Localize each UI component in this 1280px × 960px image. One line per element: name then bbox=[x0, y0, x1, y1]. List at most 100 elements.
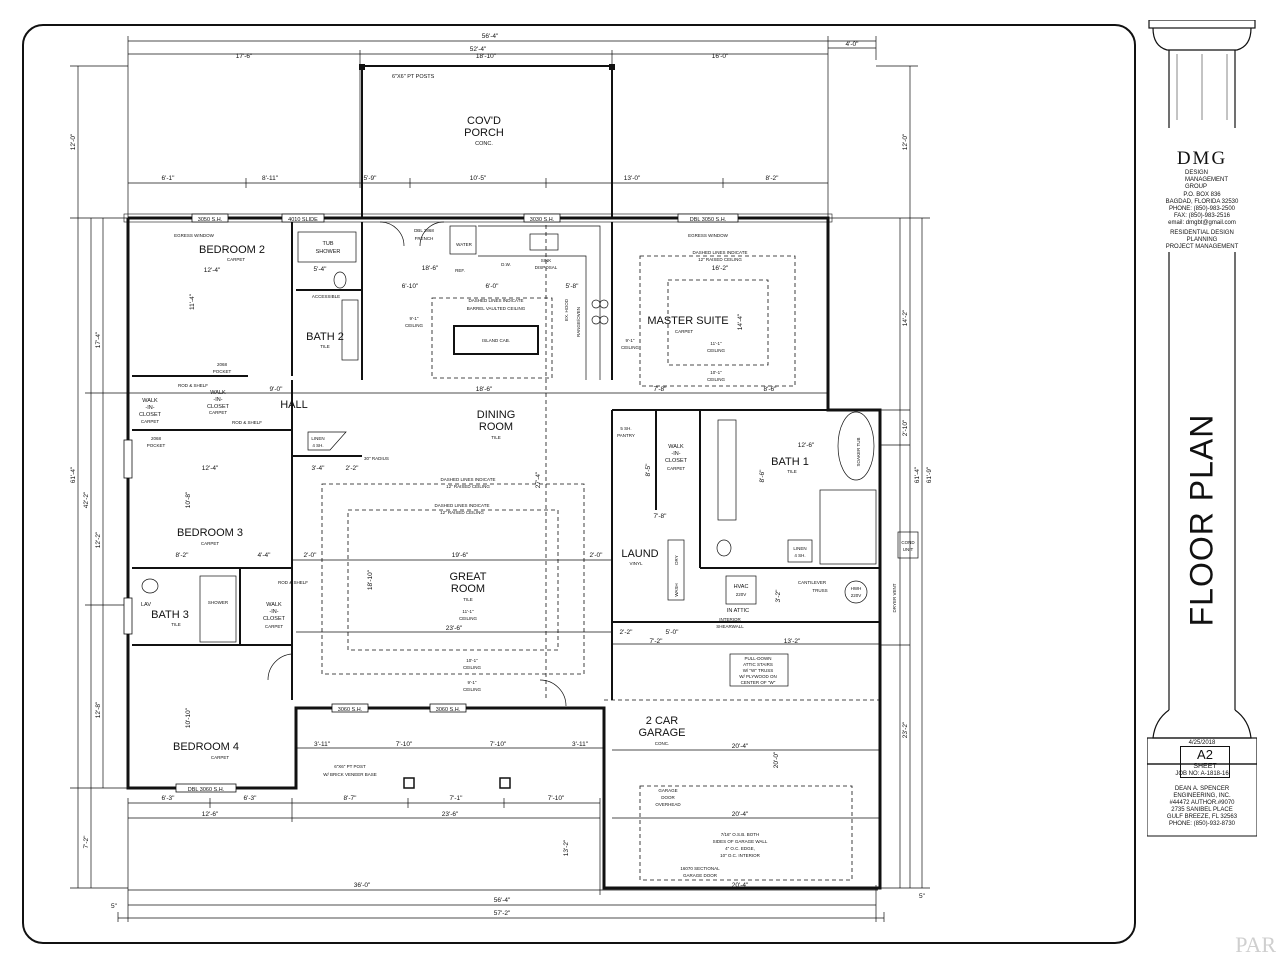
dim-bot-1d: 7'-1" bbox=[450, 795, 464, 802]
kitchen-ceil-b: CEILING bbox=[405, 323, 424, 328]
sectional-1: 16070 SECTIONAL bbox=[680, 866, 720, 871]
bedroom-3: 12'-4" 10'-8" BEDROOM 3 CARPET 8'-2" 4'-… bbox=[176, 465, 272, 559]
dim-ms-w: 16'-2" bbox=[712, 265, 729, 272]
bath3-lav: LAV bbox=[141, 602, 151, 608]
top-dimensions: 56'-4" 52'-4" 17'-6" 18'-10" 16'-0" 4'-0… bbox=[127, 33, 877, 220]
dim-left-174: 17'-4" bbox=[95, 331, 102, 348]
osb-3: 4" O.C. EDGE, bbox=[725, 846, 755, 851]
porch-label-3: CONC. bbox=[475, 141, 493, 147]
post-brick-a: 6"X6" PT POST bbox=[334, 764, 366, 769]
firm-contact-3: PHONE: (850)-983-2500 bbox=[1168, 206, 1236, 212]
dim-bot-1b: 6'-3" bbox=[244, 795, 258, 802]
dim-br3-a: 8'-2" bbox=[176, 552, 190, 559]
shear-a: INTERIOR bbox=[719, 617, 741, 622]
dim-right-120: 12'-0" bbox=[902, 133, 909, 150]
great-room: DASHED LINES INDICATE 12" RAISED CEILING… bbox=[292, 471, 612, 692]
great-ceil9-b: CEILING bbox=[463, 687, 482, 692]
exterior-walls bbox=[123, 213, 882, 890]
dim-wic-a: 7'-8" bbox=[654, 513, 668, 520]
bath-1-suite: 5 SH. PANTRY WALK -IN- CLOSET CARPET 7'-… bbox=[617, 411, 877, 565]
dim-br3-w: 12'-4" bbox=[202, 465, 219, 472]
rod-shelf-b: ROD & SHELF bbox=[232, 420, 262, 425]
wic-b-4: CARPET bbox=[209, 410, 228, 415]
job-number: JOB NO: A-1818-16 bbox=[1175, 771, 1229, 777]
egress-master: EGRESS WINDOW bbox=[688, 233, 729, 238]
dim-gr-h: 18'-10" bbox=[367, 569, 374, 590]
dim-gr-b: 23'-6" bbox=[446, 625, 463, 632]
firm-logo: DMG bbox=[1176, 148, 1228, 169]
wic-d-1: WALK bbox=[668, 444, 684, 450]
bottom-dimensions: 6'-3" 6'-3" 8'-7" 7'-1" 7'-10" 12'-6" 23… bbox=[111, 795, 885, 922]
dim-p-c: 7'-10" bbox=[490, 741, 507, 748]
linen-a2: 4 SH. bbox=[312, 443, 323, 448]
sheet-number-box: A2 SHEET bbox=[1180, 746, 1230, 778]
great-raised-b: 12" RAISED CEILING bbox=[446, 484, 490, 489]
dim-top-1810: 18'-10" bbox=[476, 53, 497, 60]
dim-dining-w: 18'-6" bbox=[476, 386, 493, 393]
firm-services-1: RESIDENTIAL DESIGN bbox=[1170, 230, 1234, 236]
garage-title-a: 2 CAR bbox=[646, 715, 678, 727]
great-floor: TILE bbox=[463, 597, 473, 602]
dim-right-142: 14'-2" bbox=[902, 309, 909, 326]
covered-porch: 6"X6" PT POSTS COV'D PORCH CONC. bbox=[359, 64, 615, 218]
master-ceil11-b: CEILING bbox=[707, 348, 726, 353]
title-block: DMG DESIGN MANAGEMENT GROUP P.O. BOX 836… bbox=[1147, 20, 1257, 940]
kitchen-ref: REF. bbox=[455, 268, 465, 273]
firm-name-3: GROUP bbox=[1185, 184, 1208, 190]
laundry: LAUND VINYL DRY WASH bbox=[621, 539, 685, 601]
great-ceil10-a: 10'-1" bbox=[466, 658, 478, 663]
dim-left-614: 61'-4" bbox=[70, 466, 77, 483]
dim-gr-c: 2'-0" bbox=[590, 552, 604, 559]
dining-floor: TILE bbox=[491, 435, 501, 440]
eng-4: 2735 SANIBEL PLACE bbox=[1171, 807, 1233, 813]
cond-b: UNIT bbox=[903, 547, 914, 552]
bath3-floor: TILE bbox=[171, 622, 181, 627]
dim-br4-h: 10'-10" bbox=[185, 707, 192, 728]
bath2-shower: SHOWER bbox=[316, 249, 341, 255]
dim-gar-h: 20'-0" bbox=[773, 751, 780, 768]
washer-label: WASH bbox=[674, 583, 679, 596]
dim-hall-b: 3'-4" bbox=[312, 465, 326, 472]
dryer-label: DRY bbox=[674, 555, 679, 564]
firm-contact-1: P.O. BOX 836 bbox=[1183, 192, 1221, 198]
great-title-b: ROOM bbox=[451, 583, 485, 595]
dim-ms-h: 14'-4" bbox=[737, 313, 744, 330]
kitchen-water: WATER bbox=[456, 242, 472, 247]
kitchen-ceil-a: 9'-1" bbox=[410, 316, 419, 321]
shear-b: SHEARWALL bbox=[716, 624, 744, 629]
bath-3: SHOWER LAV BATH 3 TILE WALK -IN- CLOSET … bbox=[141, 575, 308, 643]
kitchen-sink-a: SINK bbox=[541, 258, 552, 263]
dim-b1-h: 8'-6" bbox=[759, 469, 766, 483]
dim-left-122: 12'-2" bbox=[95, 531, 102, 548]
kitchen: DBL 2868 FRENCH WATER REF. D.W. SINK DIS… bbox=[379, 221, 609, 380]
linen-b2: 4 SH. bbox=[794, 553, 805, 558]
dim-lnd-a: 2'-2" bbox=[620, 629, 634, 636]
great-title-a: GREAT bbox=[449, 571, 486, 583]
dim-k-2: 6'-10" bbox=[402, 283, 419, 290]
dim-p-b: 7'-10" bbox=[396, 741, 413, 748]
dim-left-422: 42'-2" bbox=[83, 491, 90, 508]
wic-c-3: CLOSET bbox=[263, 616, 286, 622]
wic-d-2: -IN- bbox=[671, 451, 680, 457]
laund-floor: VINYL bbox=[629, 561, 643, 566]
kitchen-range: RANGE/OVEN bbox=[576, 307, 581, 337]
great-ceil9-a: 9'-1" bbox=[468, 680, 477, 685]
dim-left-72: 7'-2" bbox=[83, 835, 90, 849]
dim-right-210: 2'-10" bbox=[902, 419, 909, 436]
master-suite: DASHED LINES INDICATE 12" RAISED CEILING… bbox=[612, 250, 828, 394]
eng-1: DEAN A. SPENCER bbox=[1174, 786, 1230, 792]
sheet-title: FLOOR PLAN bbox=[1157, 400, 1247, 640]
bedroom-2: BEDROOM 2 CARPET 12'-4" 11'-4" bbox=[189, 244, 265, 310]
dim-br2-w: 12'-4" bbox=[204, 267, 221, 274]
svg-text:27'-4": 27'-4" bbox=[535, 471, 542, 488]
dim-top-overall: 56'-4" bbox=[482, 33, 499, 40]
garage-title-b: GARAGE bbox=[638, 727, 685, 739]
rod-shelf-a: ROD & SHELF bbox=[178, 383, 208, 388]
dim-bot-1a: 6'-3" bbox=[162, 795, 176, 802]
firm-contact-2: BAGDAD, FLORIDA 32530 bbox=[1165, 199, 1239, 205]
dim-bot-2b: 23'-6" bbox=[442, 811, 459, 818]
dim-row2-b: 8'-11" bbox=[262, 175, 279, 182]
hwh-a: HWH bbox=[851, 586, 862, 591]
dim-top-176: 17'-6" bbox=[236, 53, 253, 60]
dim-bot-564: 56'-4" bbox=[494, 897, 511, 904]
